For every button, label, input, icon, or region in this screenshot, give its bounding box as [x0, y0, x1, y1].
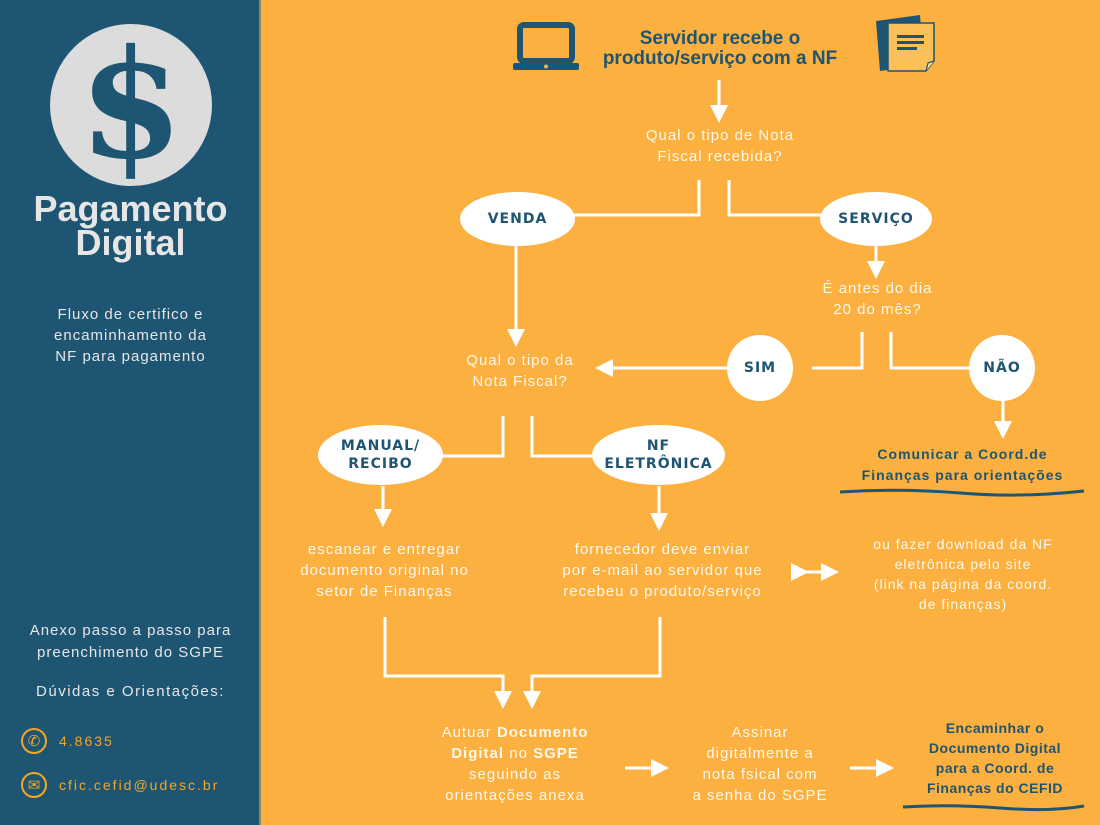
- email-contact: ✉ cfic.cefid@udesc.br: [21, 772, 219, 798]
- text-line: Qual o tipo da: [466, 352, 574, 369]
- question-nf-kind: Qual o tipo da Nota Fiscal?: [440, 350, 600, 392]
- text-part-bold: SGPE: [533, 745, 579, 762]
- text-line: Qual o tipo de Nota: [645, 127, 795, 144]
- anexo-note: Anexo passo a passo para preenchimento d…: [0, 620, 261, 664]
- flowchart-area: [261, 0, 1100, 825]
- text-line: ELETRÔNICA: [604, 456, 713, 472]
- phone-icon: ✆: [21, 728, 47, 754]
- text-line: orientações anexa: [445, 787, 585, 804]
- laptop-icon: [513, 22, 579, 70]
- text-line: Nota Fiscal?: [472, 373, 568, 390]
- text-line: nota fsical com: [702, 766, 818, 783]
- sidebar: $ Pagamento Digital Fluxo de certifico e…: [0, 0, 261, 825]
- text-line: NF: [646, 438, 671, 454]
- text-line: Fiscal recebida?: [657, 148, 783, 165]
- escanear-text: escanear e entregar documento original n…: [272, 539, 497, 602]
- title-line-1: Pagamento: [33, 188, 228, 229]
- text-part-bold: Documento: [496, 724, 589, 741]
- anexo-line: preenchimento do SGPE: [37, 644, 224, 661]
- node-nao: NÃO: [969, 335, 1035, 401]
- encaminhar-text: Encaminhar o Documento Digital para a Co…: [895, 718, 1095, 798]
- autuar-text: Autuar Documento Digital no SGPE seguind…: [410, 722, 620, 806]
- comunicar-coord-text: Comunicar a Coord.de Finanças para orien…: [835, 444, 1090, 486]
- node-manual-recibo: MANUAL/RECIBO: [318, 425, 443, 485]
- text-line: Documento Digital: [928, 740, 1062, 756]
- phone-contact: ✆ 4.8635: [21, 728, 114, 754]
- text-line: ou fazer download da NF: [873, 536, 1053, 552]
- header-title: Servidor recebe o produto/serviço com a …: [580, 29, 860, 69]
- subtitle-line: encaminhamento da: [54, 327, 207, 344]
- title-line-2: Digital: [75, 222, 186, 263]
- node-nf-eletronica: NF ELETRÔNICA: [592, 425, 725, 485]
- header-line: Servidor recebe o: [639, 28, 801, 49]
- text-line: seguindo as: [469, 766, 561, 783]
- text-line: Encaminhar o: [945, 720, 1045, 736]
- question-nf-type: Qual o tipo de Nota Fiscal recebida?: [600, 125, 840, 167]
- phone-number: 4.8635: [59, 733, 114, 749]
- text-line: por e-mail ao servidor que: [562, 562, 763, 579]
- question-dia20: É antes do dia 20 do mês?: [790, 278, 965, 320]
- text-line: eletrônica pelo site: [894, 556, 1032, 572]
- text-part: no: [504, 745, 534, 762]
- dollar-sign-icon: $: [50, 24, 212, 186]
- text-line: escanear e entregar: [307, 541, 462, 558]
- node-sim: SIM: [727, 335, 793, 401]
- subtitle-line: NF para pagamento: [55, 348, 206, 365]
- text-line: É antes do dia: [822, 280, 933, 297]
- header-line: produto/serviço com a NF: [602, 48, 838, 69]
- page-title: Pagamento Digital: [0, 188, 261, 263]
- text-line: documento original no: [300, 562, 469, 579]
- anexo-line: Anexo passo a passo para: [29, 622, 232, 639]
- email-link[interactable]: cfic.cefid@udesc.br: [59, 777, 220, 793]
- text-line: Finanças do CEFID: [926, 780, 1064, 796]
- text-line: (link na página da coord.: [873, 576, 1053, 592]
- subtitle: Fluxo de certifico e encaminhamento da N…: [0, 304, 261, 367]
- text-line: fornecedor deve enviar: [574, 541, 751, 558]
- text-line: Comunicar a Coord.de: [877, 446, 1048, 462]
- text-line: setor de Finanças: [316, 583, 453, 600]
- subtitle-line: Fluxo de certifico e: [57, 306, 204, 323]
- duvidas-heading: Dúvidas e Orientações:: [36, 683, 225, 700]
- text-line: digitalmente a: [706, 745, 814, 762]
- text-line: recebeu o produto/serviço: [563, 583, 762, 600]
- text-line: Finanças para orientações: [861, 467, 1064, 483]
- document-icon: [876, 15, 935, 72]
- text-line: 20 do mês?: [833, 301, 922, 318]
- text-line: para a Coord. de: [935, 760, 1055, 776]
- text-line: Assinar: [731, 724, 789, 741]
- text-part-bold: Digital: [451, 745, 505, 762]
- text-line: MANUAL/: [340, 438, 421, 454]
- fornecedor-text: fornecedor deve enviar por e-mail ao ser…: [530, 539, 795, 602]
- text-line: RECIBO: [348, 456, 413, 472]
- download-text: ou fazer download da NF eletrônica pelo …: [843, 534, 1083, 614]
- text-part: Autuar: [441, 724, 497, 741]
- node-servico: SERVIÇO: [820, 192, 932, 246]
- node-venda: VENDA: [460, 192, 575, 246]
- envelope-icon: ✉: [21, 772, 47, 798]
- text-line: a senha do SGPE: [692, 787, 828, 804]
- assinar-text: Assinar digitalmente a nota fsical com a…: [670, 722, 850, 806]
- text-line: de finanças): [918, 596, 1008, 612]
